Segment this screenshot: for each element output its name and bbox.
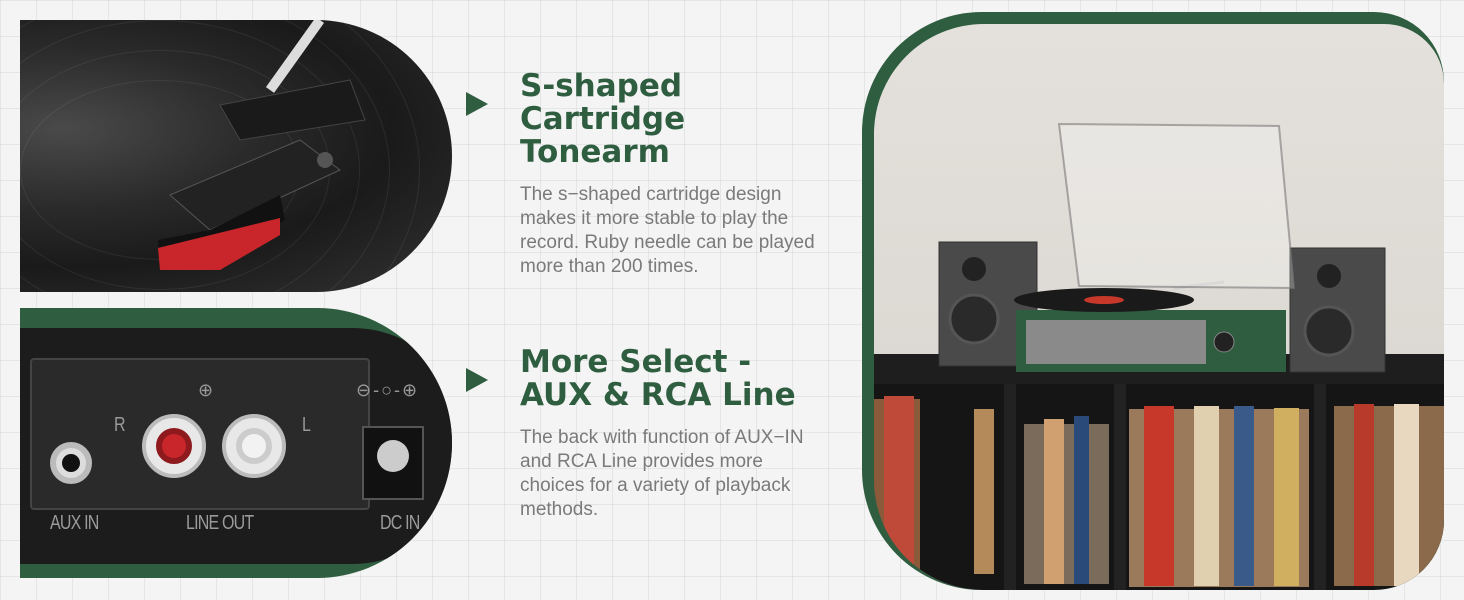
polarity-symbol: ⊖-○-⊕ <box>356 380 420 400</box>
arrow-icon <box>466 368 488 392</box>
dc-in-label: DC IN <box>380 512 420 534</box>
aux-in-jack <box>50 442 92 484</box>
rca-right-jack <box>142 414 206 478</box>
feature-aux-rca: More Select - AUX & RCA Line The back wi… <box>466 346 836 522</box>
right-channel-label: R <box>114 414 126 436</box>
right-speaker <box>1289 247 1386 373</box>
vinyl-records <box>874 396 1444 587</box>
title-line-1: S-shaped Cartridge <box>520 68 686 137</box>
rca-left-jack <box>222 414 286 478</box>
product-scene-photo <box>862 12 1444 590</box>
turntable-base <box>1014 280 1286 372</box>
back-panel-photo: ⊖-○-⊕ ⊕ R L AUX IN LINE OUT DC IN <box>20 308 452 578</box>
feature-title: More Select - AUX & RCA Line <box>520 346 836 412</box>
feature-description: The back with function of AUX−IN and RCA… <box>520 427 804 520</box>
cartridge-graphic <box>158 20 366 270</box>
arrow-icon <box>466 92 488 116</box>
title-line-2: AUX & RCA Line <box>520 377 796 413</box>
feature-tonearm: S-shaped Cartridge Tonearm The s−shaped … <box>466 70 836 279</box>
feature-description: The s−shaped cartridge design makes it m… <box>520 184 815 277</box>
aux-in-label: AUX IN <box>50 512 99 534</box>
feature-title: S-shaped Cartridge Tonearm <box>520 70 836 169</box>
dc-in-port <box>362 426 424 500</box>
tonearm-photo <box>20 20 452 292</box>
line-out-label: LINE OUT <box>186 512 254 534</box>
title-line-1: More Select - <box>520 344 752 380</box>
dust-cover <box>1057 122 1296 290</box>
left-channel-label: L <box>302 414 311 436</box>
title-line-2: Tonearm <box>520 134 670 170</box>
ground-symbol: ⊕ <box>198 380 214 400</box>
turntable-scene <box>874 122 1444 590</box>
